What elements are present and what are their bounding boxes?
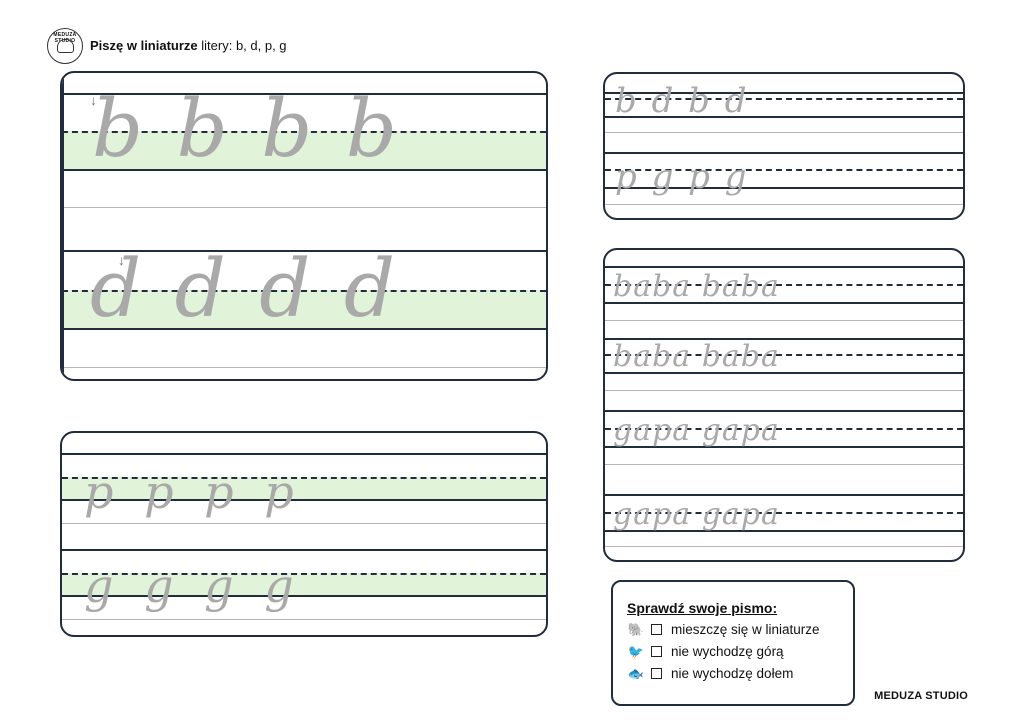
trace-word-row-3: gapa gapa [613,413,780,448]
words-practice-panel: baba baba baba baba gapa gapa gapa gapa [603,248,965,562]
trace-row-g: g g g g [84,559,302,613]
stroke-arrow-icon: ↓ [118,252,125,268]
trace-row-d: d d d d [90,242,400,335]
small-practice-panel: b d b d p g p g [603,72,965,220]
check-item-text: mieszczę się w liniaturze [671,622,820,637]
bd-practice-panel: ↓ ↓ b b b b d d d d [60,71,548,381]
jellyfish-icon [57,39,74,53]
stroke-arrow-icon: ↕ [86,508,91,519]
checkbox[interactable] [651,646,662,657]
self-check-box: Sprawdź swoje pismo: 🐘 mieszczę się w li… [611,580,855,706]
checkbox[interactable] [651,624,662,635]
trace-row-pg: p g p g [615,157,749,197]
bird-icon: 🐦 [627,643,645,659]
trace-row-p: p p p p [84,465,302,519]
self-check-title: Sprawdź swoje pismo: [627,600,778,616]
elephant-icon: 🐘 [627,621,645,637]
fish-icon: 🐟 [627,665,645,681]
pg-practice-panel: ↕ p p p p g g g g [60,431,548,637]
trace-word-row-4: gapa gapa [613,497,780,532]
stroke-arrow-icon: ↓ [90,92,97,108]
check-item-1: 🐘 mieszczę się w liniaturze [627,622,820,637]
check-item-3: 🐟 nie wychodzę dołem [627,666,793,681]
check-item-text: nie wychodzę dołem [671,666,794,681]
trace-word-row-1: baba baba [613,269,780,304]
check-item-2: 🐦 nie wychodzę górą [627,644,784,659]
title-rest: litery: b, d, p, g [197,38,287,53]
page-title: Piszę w liniaturze litery: b, d, p, g [90,38,287,53]
checkbox[interactable] [651,668,662,679]
meduza-logo: MEDUZA STUDIO [47,28,83,64]
trace-row-bd: b d b d [615,81,749,121]
trace-row-b: b b b b [92,82,402,175]
title-bold: Piszę w liniaturze [90,38,198,53]
trace-word-row-2: baba baba [613,339,780,374]
check-item-text: nie wychodzę górą [671,644,784,659]
footer-brand: MEDUZA STUDIO [874,690,968,702]
